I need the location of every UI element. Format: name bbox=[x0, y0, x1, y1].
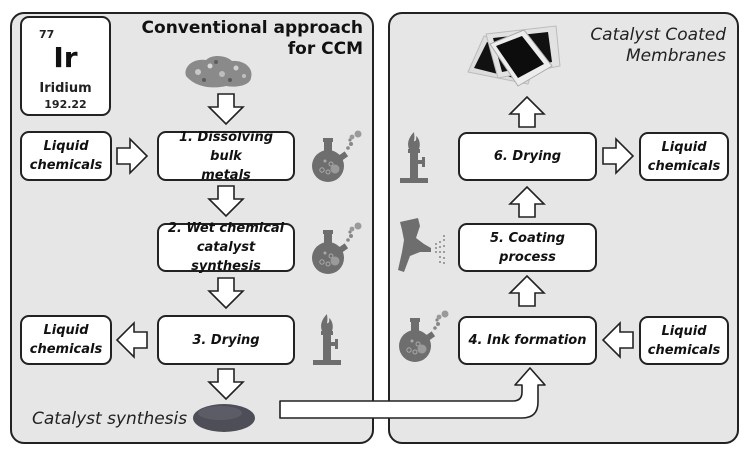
atomic-mass: 192.22 bbox=[44, 98, 87, 111]
iridium-element-tile: 77 Ir Iridium 192.22 bbox=[20, 16, 111, 116]
bulk-metal-icon bbox=[185, 55, 252, 88]
step-label: 1. Dissolving bulk bbox=[178, 129, 274, 164]
connector-arrow bbox=[279, 367, 546, 419]
step-5-coating-process: 5. Coating process bbox=[458, 223, 597, 272]
liquid-chemicals-input-right: Liquid chemicals bbox=[639, 316, 729, 365]
title-line: Catalyst Coated bbox=[590, 25, 726, 45]
step-label: catalyst synthesis bbox=[191, 240, 261, 274]
step-label: 6. Drying bbox=[493, 149, 562, 164]
liquid-chemicals-input: Liquid chemicals bbox=[20, 131, 112, 181]
step-1-dissolving-bulk-metals: 1. Dissolving bulk metals bbox=[157, 129, 295, 183]
box-label: chemicals bbox=[29, 342, 103, 357]
element-symbol: Ir bbox=[53, 41, 78, 74]
title-line: for CCM bbox=[287, 39, 363, 59]
step-label: 4. Ink formation bbox=[468, 333, 587, 348]
step-label: process bbox=[499, 249, 556, 265]
atomic-number: 77 bbox=[39, 28, 55, 41]
element-name: Iridium bbox=[39, 81, 92, 96]
catalyst-synthesis-caption: Catalyst synthesis bbox=[32, 409, 188, 429]
box-label: Liquid bbox=[661, 139, 707, 155]
step-label: 3. Drying bbox=[192, 332, 260, 348]
box-label: Liquid bbox=[661, 323, 707, 339]
step-label: metals bbox=[201, 167, 251, 183]
liquid-chemicals-output-right: Liquid chemicals bbox=[639, 132, 729, 181]
box-label: chemicals bbox=[647, 158, 721, 174]
step-label: 2. Wet chemical bbox=[167, 221, 285, 236]
membranes-icon bbox=[467, 25, 561, 87]
left-panel-title: Conventional approach for CCM bbox=[130, 18, 363, 60]
box-label: chemicals bbox=[647, 342, 721, 358]
step-4-ink-formation: 4. Ink formation bbox=[458, 316, 597, 365]
box-label: Liquid bbox=[43, 139, 89, 154]
liquid-chemicals-output: Liquid chemicals bbox=[20, 315, 112, 365]
catalyst-powder-icon bbox=[193, 404, 255, 432]
step-label: 5. Coating bbox=[490, 230, 565, 246]
title-line: Conventional approach bbox=[141, 18, 363, 38]
step-6-drying: 6. Drying bbox=[458, 132, 597, 181]
right-panel-title: Catalyst Coated Membranes bbox=[520, 25, 726, 67]
box-label: Liquid bbox=[43, 323, 89, 338]
title-line: Membranes bbox=[626, 46, 726, 66]
spray-gun-icon bbox=[398, 218, 445, 272]
box-label: chemicals bbox=[29, 158, 103, 173]
step-2-wet-chemical-synthesis: 2. Wet chemical catalyst synthesis bbox=[157, 221, 295, 274]
step-3-drying: 3. Drying bbox=[157, 315, 295, 365]
